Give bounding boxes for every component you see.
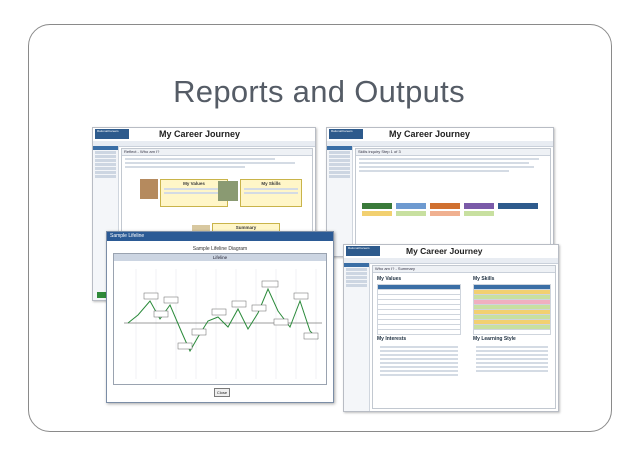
close-button[interactable]: Close [214, 388, 230, 397]
app-sidebar [344, 263, 370, 411]
lifeline-plot [124, 269, 322, 379]
lifeline-window: Sample Lifeline Sample Lifeline Diagram … [106, 231, 334, 403]
app-title: My Career Journey [159, 129, 241, 139]
values-photo [140, 179, 158, 199]
skills-panel-header: Skills inquiry Step 1 of 3 [356, 149, 550, 156]
app-logo: RationalCareers [95, 129, 129, 139]
values-card-title: My Values [183, 181, 205, 186]
app-header: RationalCareers My Career Journey [93, 128, 315, 142]
app-header: RationalCareers My Career Journey [327, 128, 553, 142]
reflect-panel-header: Reflect - Who am I? [122, 149, 312, 156]
next-button[interactable] [97, 292, 107, 298]
skills-panel: Skills inquiry Step 1 of 3 [355, 148, 551, 254]
my-interests-title: My Interests [377, 336, 407, 342]
lifeline-caption: Sample Lifeline Diagram [192, 246, 248, 252]
summary-panel: Who am I? - Summary My Values My Skills … [372, 265, 556, 409]
lifeline-window-titlebar: Sample Lifeline [107, 232, 333, 241]
app-sidebar [93, 146, 119, 300]
slide-title: Reports and Outputs [173, 74, 465, 109]
my-skills-title: My Skills [473, 276, 495, 282]
summary-panel-header: Who am I? - Summary [373, 266, 555, 273]
app-nav [344, 258, 558, 264]
my-learning-style-title: My Learning Style [473, 336, 516, 342]
app-title: My Career Journey [389, 129, 471, 139]
skills-card-title: My Skills [261, 181, 281, 186]
skills-columns [362, 203, 542, 249]
lifeline-chart-label: Lifeline [114, 254, 326, 261]
screenshot-summary: RationalCareers My Career Journey Who am… [343, 244, 559, 412]
app-header: RationalCareers My Career Journey [344, 245, 558, 259]
skills-card[interactable]: My Skills [240, 179, 302, 207]
my-values-title: My Values [377, 276, 402, 282]
app-logo: RationalCareers [346, 246, 380, 256]
app-nav [327, 141, 553, 147]
summary-card-title: Summary [235, 225, 257, 230]
values-card[interactable]: My Values [160, 179, 228, 207]
values-table [377, 284, 461, 335]
app-nav [93, 141, 315, 147]
app-title: My Career Journey [406, 246, 483, 256]
app-logo: RationalCareers [329, 129, 363, 139]
skills-table [473, 284, 551, 335]
skills-photo [218, 181, 238, 201]
screenshot-skills: RationalCareers My Career Journey Skills… [326, 127, 554, 257]
lifeline-chart: Lifeline [113, 253, 327, 385]
